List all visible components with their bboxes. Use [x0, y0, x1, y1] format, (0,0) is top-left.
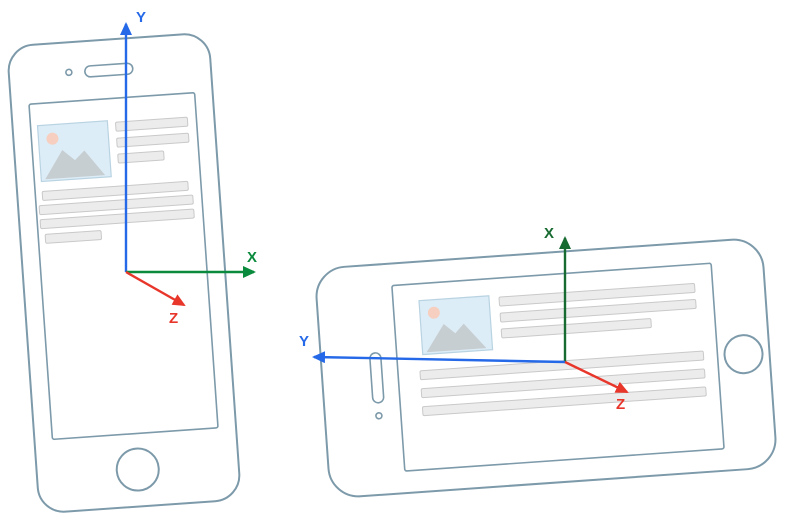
landscape-axes: X Y Z — [299, 225, 629, 413]
text-line — [116, 132, 190, 148]
sun-icon — [46, 132, 59, 145]
portrait-axes: Y X Z — [120, 9, 257, 327]
text-line — [39, 208, 195, 230]
landscape-x-axis-label: X — [544, 225, 554, 242]
landscape-z-axis-label: Z — [616, 396, 625, 413]
text-line — [115, 116, 189, 132]
mountain-icon — [426, 323, 487, 353]
landscape-speaker-icon — [369, 352, 385, 404]
landscape-screen-content — [418, 283, 707, 417]
landscape-phone — [315, 238, 777, 498]
landscape-camera-icon — [375, 411, 383, 420]
portrait-camera-icon — [65, 68, 73, 77]
portrait-phone — [7, 33, 241, 513]
sun-icon — [427, 306, 440, 319]
landscape-y-axis-arrow — [312, 351, 566, 364]
text-line — [498, 283, 696, 307]
text-line — [38, 194, 194, 216]
portrait-z-axis-label: Z — [169, 310, 178, 327]
portrait-home-button — [115, 447, 160, 492]
text-line — [420, 368, 706, 399]
text-line — [422, 386, 707, 417]
portrait-y-axis-label: Y — [136, 9, 146, 26]
landscape-home-button — [723, 334, 764, 375]
text-line — [499, 298, 697, 323]
text-line — [117, 150, 165, 164]
landscape-y-axis-label: Y — [299, 333, 309, 350]
landscape-z-axis-arrow — [564, 360, 629, 394]
portrait-speaker-icon — [84, 62, 134, 78]
portrait-screen-content — [36, 116, 195, 244]
text-line — [500, 318, 652, 339]
mountain-icon — [45, 150, 106, 180]
portrait-x-axis-label: X — [247, 249, 257, 266]
text-line — [41, 180, 189, 201]
text-line — [44, 230, 103, 244]
portrait-z-axis-arrow — [125, 270, 186, 307]
